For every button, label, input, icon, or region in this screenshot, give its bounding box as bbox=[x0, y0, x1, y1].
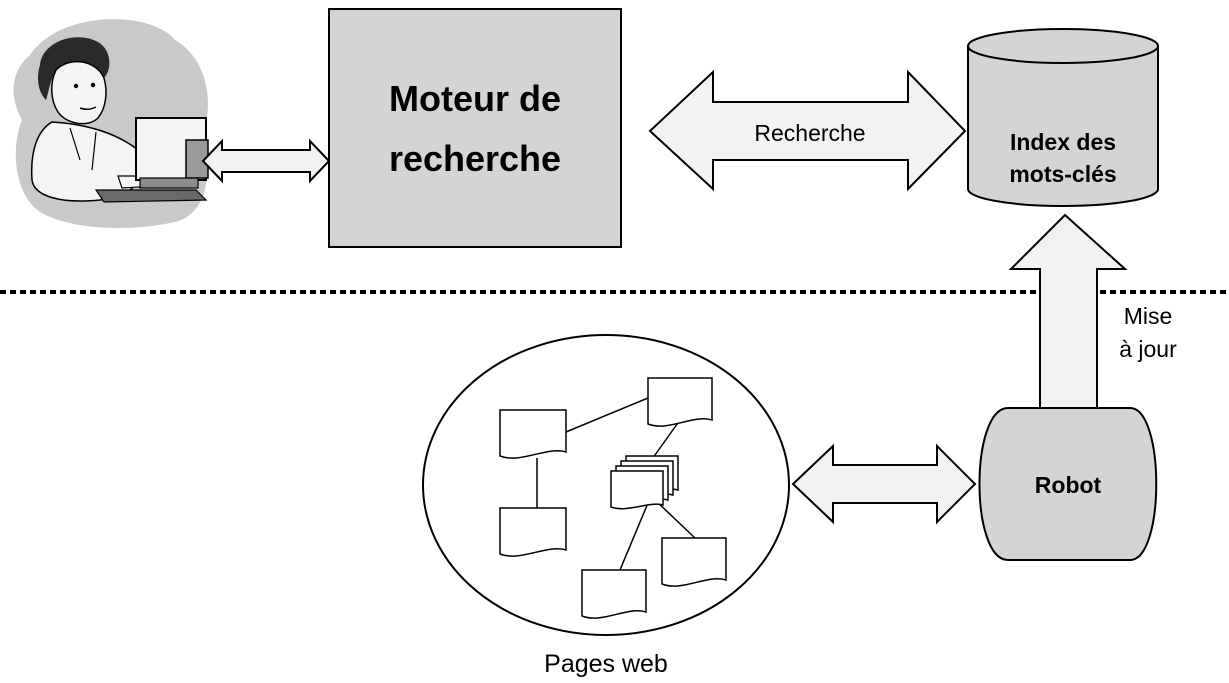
network-link bbox=[565, 397, 649, 433]
keyword-index-cylinder bbox=[967, 28, 1159, 207]
web-pages-network bbox=[536, 397, 696, 571]
person-hair bbox=[38, 37, 110, 100]
web-pages-caption: Pages web bbox=[544, 650, 668, 678]
person-face bbox=[51, 60, 107, 125]
search-engine-box bbox=[328, 8, 622, 248]
robot-shape bbox=[978, 407, 1158, 561]
document-stack-icon bbox=[610, 470, 664, 510]
document-icon bbox=[499, 409, 567, 459]
web-robot-double-arrow bbox=[791, 443, 977, 525]
network-link bbox=[619, 502, 649, 571]
network-link bbox=[654, 499, 696, 539]
document-icon bbox=[647, 377, 713, 427]
person-body bbox=[30, 121, 141, 202]
document-icon bbox=[499, 507, 567, 557]
document-icon bbox=[661, 537, 727, 587]
cylinder-top bbox=[967, 28, 1159, 64]
update-label-line2: à jour bbox=[1119, 336, 1177, 362]
keyboard bbox=[94, 189, 208, 203]
keyword-index-label-line1: Index des bbox=[1010, 129, 1116, 155]
computer-base bbox=[139, 177, 199, 189]
search-double-arrow bbox=[648, 69, 967, 192]
web-page-documents bbox=[499, 377, 727, 619]
update-up-arrow bbox=[1008, 213, 1128, 409]
robot-label: Robot bbox=[1035, 472, 1102, 498]
network-link bbox=[649, 419, 681, 463]
search-arrow-label: Recherche bbox=[754, 120, 865, 146]
person-shirt-lines bbox=[69, 127, 97, 171]
user-engine-double-arrow bbox=[201, 138, 331, 184]
update-label-line1: Mise bbox=[1124, 303, 1173, 329]
person-eye bbox=[90, 82, 96, 88]
user-at-computer-illustration bbox=[13, 19, 209, 228]
search-engine-label-line1: Moteur de bbox=[389, 78, 561, 119]
document-icon bbox=[581, 569, 647, 619]
search-engine-label-line2: recherche bbox=[389, 138, 561, 179]
person-eye bbox=[73, 83, 79, 89]
keyword-index-label-line2: mots-clés bbox=[1009, 161, 1116, 187]
person-mouth bbox=[79, 106, 97, 111]
cylinder-body bbox=[967, 45, 1159, 207]
